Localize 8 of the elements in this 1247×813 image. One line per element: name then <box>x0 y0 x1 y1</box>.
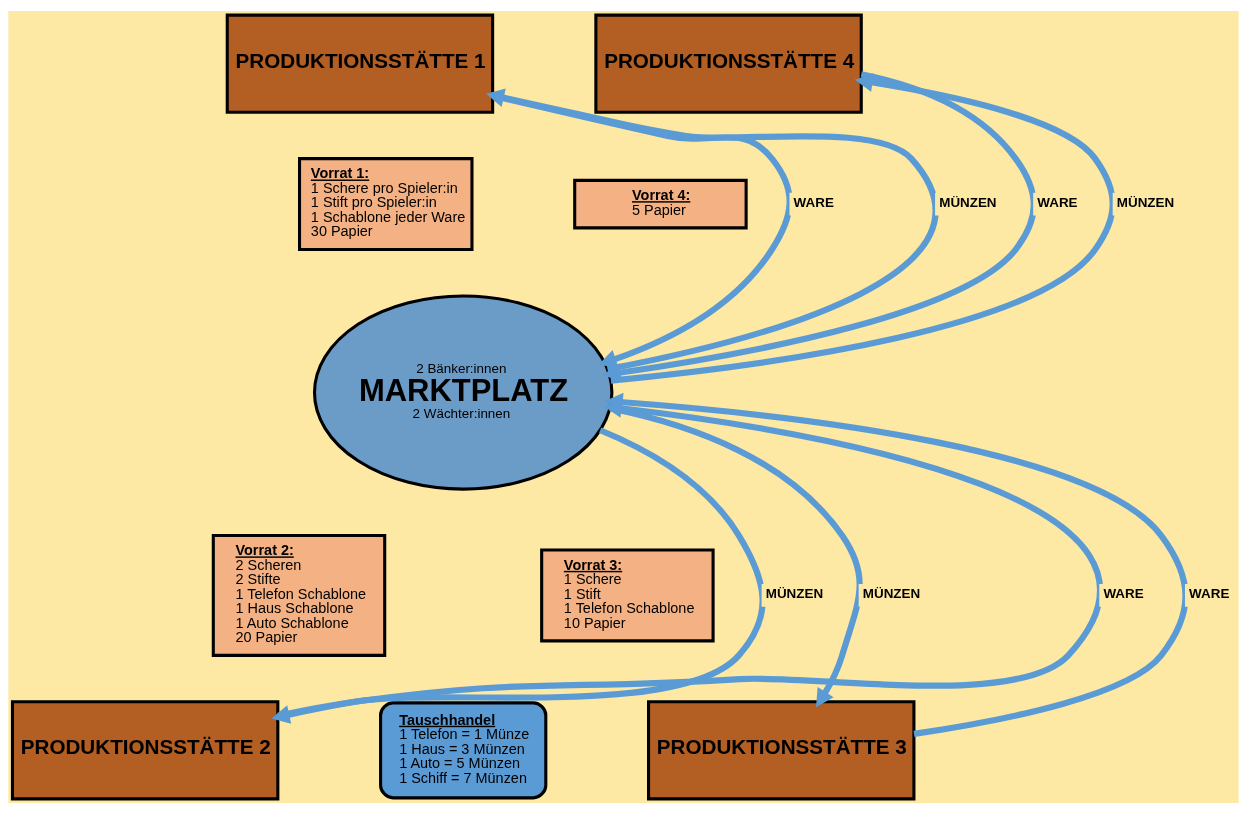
edge-label: MÜNZEN <box>939 194 997 210</box>
edge-label: WARE <box>1189 585 1230 601</box>
edge-label: MÜNZEN <box>862 585 921 601</box>
edge-label: WARE <box>1037 194 1078 210</box>
edge-label: MÜNZEN <box>1116 194 1175 210</box>
edge-label: WARE <box>793 194 834 210</box>
edge-label: MÜNZEN <box>765 585 824 601</box>
edge-label: WARE <box>1103 585 1144 601</box>
